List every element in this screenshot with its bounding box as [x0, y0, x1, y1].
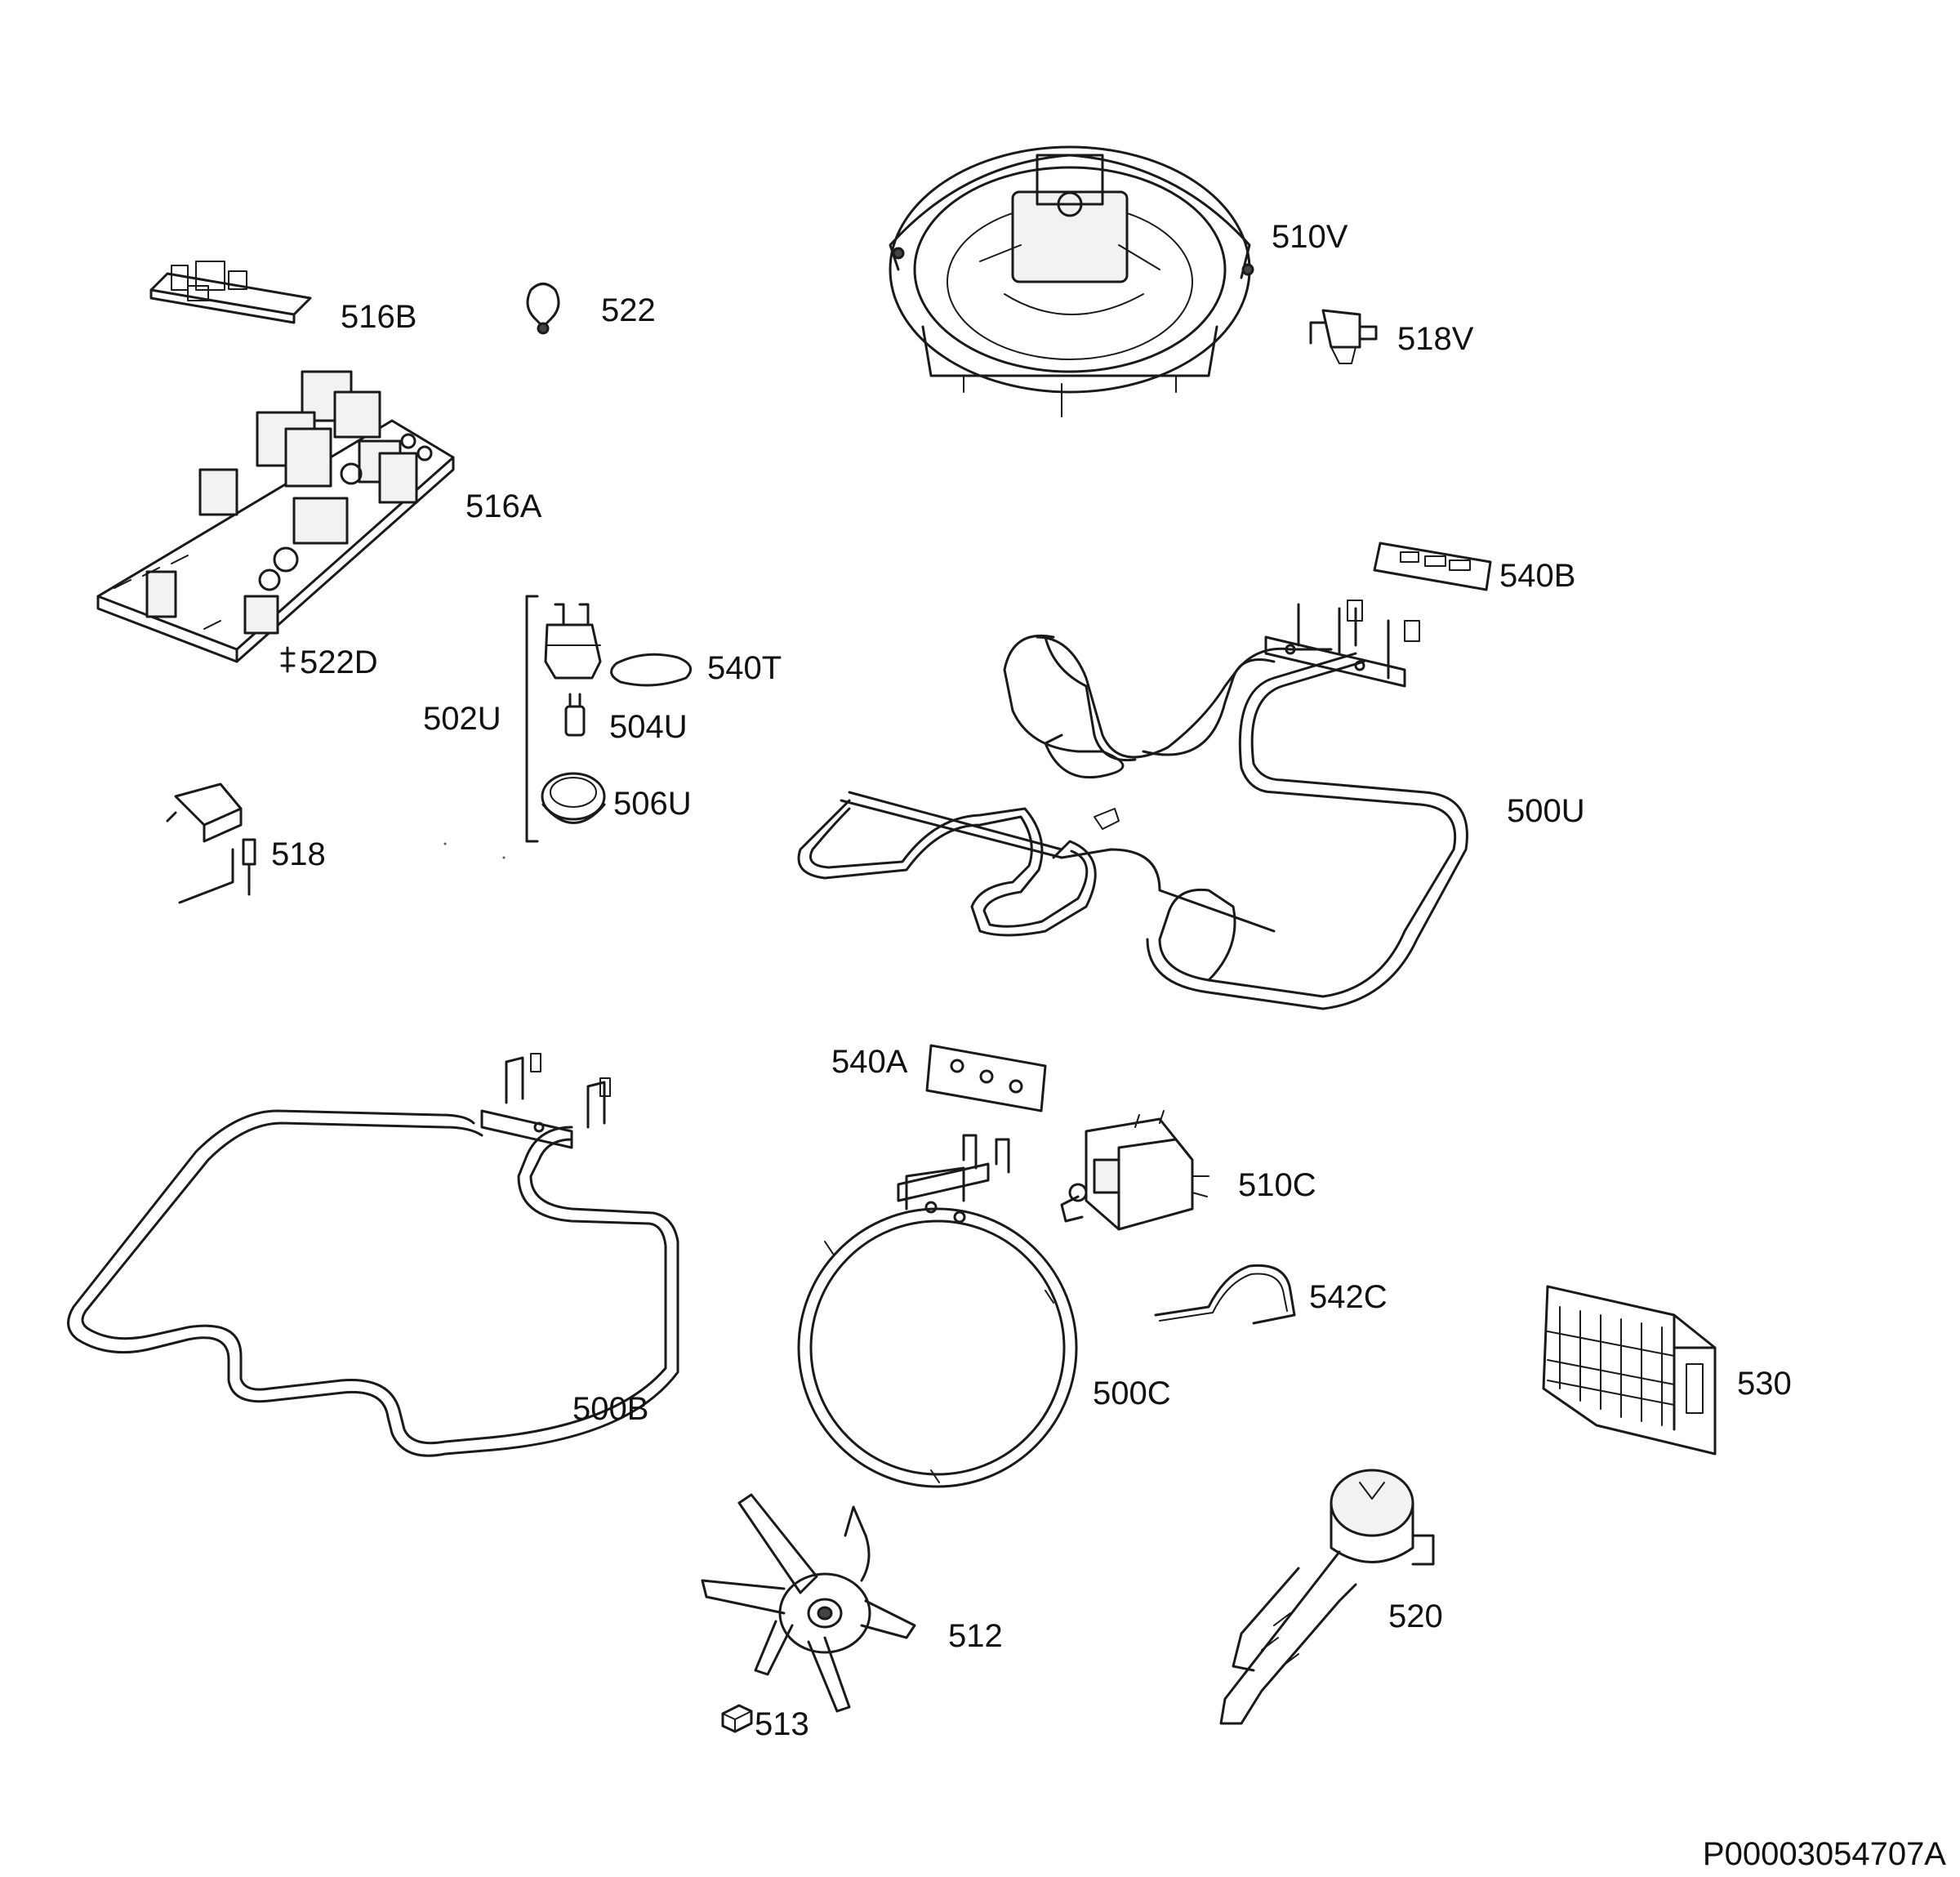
label-540B: 540B — [1499, 558, 1575, 594]
label-516A: 516A — [466, 488, 542, 524]
part-516A-main-circuit-board — [96, 370, 455, 663]
label-540A: 540A — [831, 1044, 908, 1080]
part-500B-bottom-heating-element — [67, 1053, 679, 1457]
part-500U-grill-heating-element — [797, 600, 1468, 1010]
label-500U: 500U — [1507, 793, 1585, 829]
label-518V: 518V — [1397, 321, 1474, 357]
part-530-terminal-block — [1542, 1285, 1717, 1456]
label-510C: 510C — [1238, 1167, 1316, 1203]
part-540T-gasket — [610, 653, 693, 687]
part-540A-plate — [925, 1044, 1047, 1112]
part-542C-wire-clip — [1154, 1264, 1296, 1325]
label-500B: 500B — [572, 1391, 648, 1427]
part-512-fan-blade — [701, 1493, 916, 1713]
part-510V-fan-motor-assembly — [889, 145, 1254, 417]
part-506U-lamp-cover — [541, 772, 606, 824]
label-540T: 540T — [707, 650, 782, 686]
part-518-thermostat-probe — [166, 782, 256, 904]
label-542C: 542C — [1309, 1279, 1388, 1315]
label-522: 522 — [601, 292, 656, 328]
label-518: 518 — [271, 836, 326, 872]
part-522-clip — [526, 283, 560, 335]
label-520: 520 — [1388, 1598, 1443, 1634]
label-504U: 504U — [609, 709, 688, 745]
part-504U-lamp-bulb — [564, 693, 586, 737]
label-513: 513 — [755, 1706, 809, 1742]
stray-marks — [443, 842, 506, 859]
part-500C-circular-heating-element — [797, 1134, 1078, 1488]
label-522D: 522D — [300, 644, 378, 680]
label-530: 530 — [1737, 1366, 1792, 1402]
label-500C: 500C — [1093, 1375, 1171, 1411]
part-520-timer-switch — [1219, 1469, 1435, 1725]
part-540B-plate — [1373, 542, 1492, 591]
part-513-nut — [721, 1704, 753, 1733]
part-518V-thermostat — [1309, 309, 1378, 364]
document-id: P00003054707A — [1703, 1836, 1946, 1872]
label-506U: 506U — [613, 786, 692, 822]
label-510V: 510V — [1272, 219, 1348, 255]
part-510C-motor — [1060, 1110, 1209, 1231]
label-512: 512 — [948, 1618, 1003, 1654]
part-lamp-holder — [544, 603, 602, 680]
part-522D-pin — [280, 646, 296, 673]
label-516B: 516B — [341, 299, 416, 335]
part-516B-small-circuit-board — [149, 261, 312, 324]
label-502U: 502U — [423, 701, 501, 737]
part-502U-lamp-group-bracket — [525, 595, 539, 843]
